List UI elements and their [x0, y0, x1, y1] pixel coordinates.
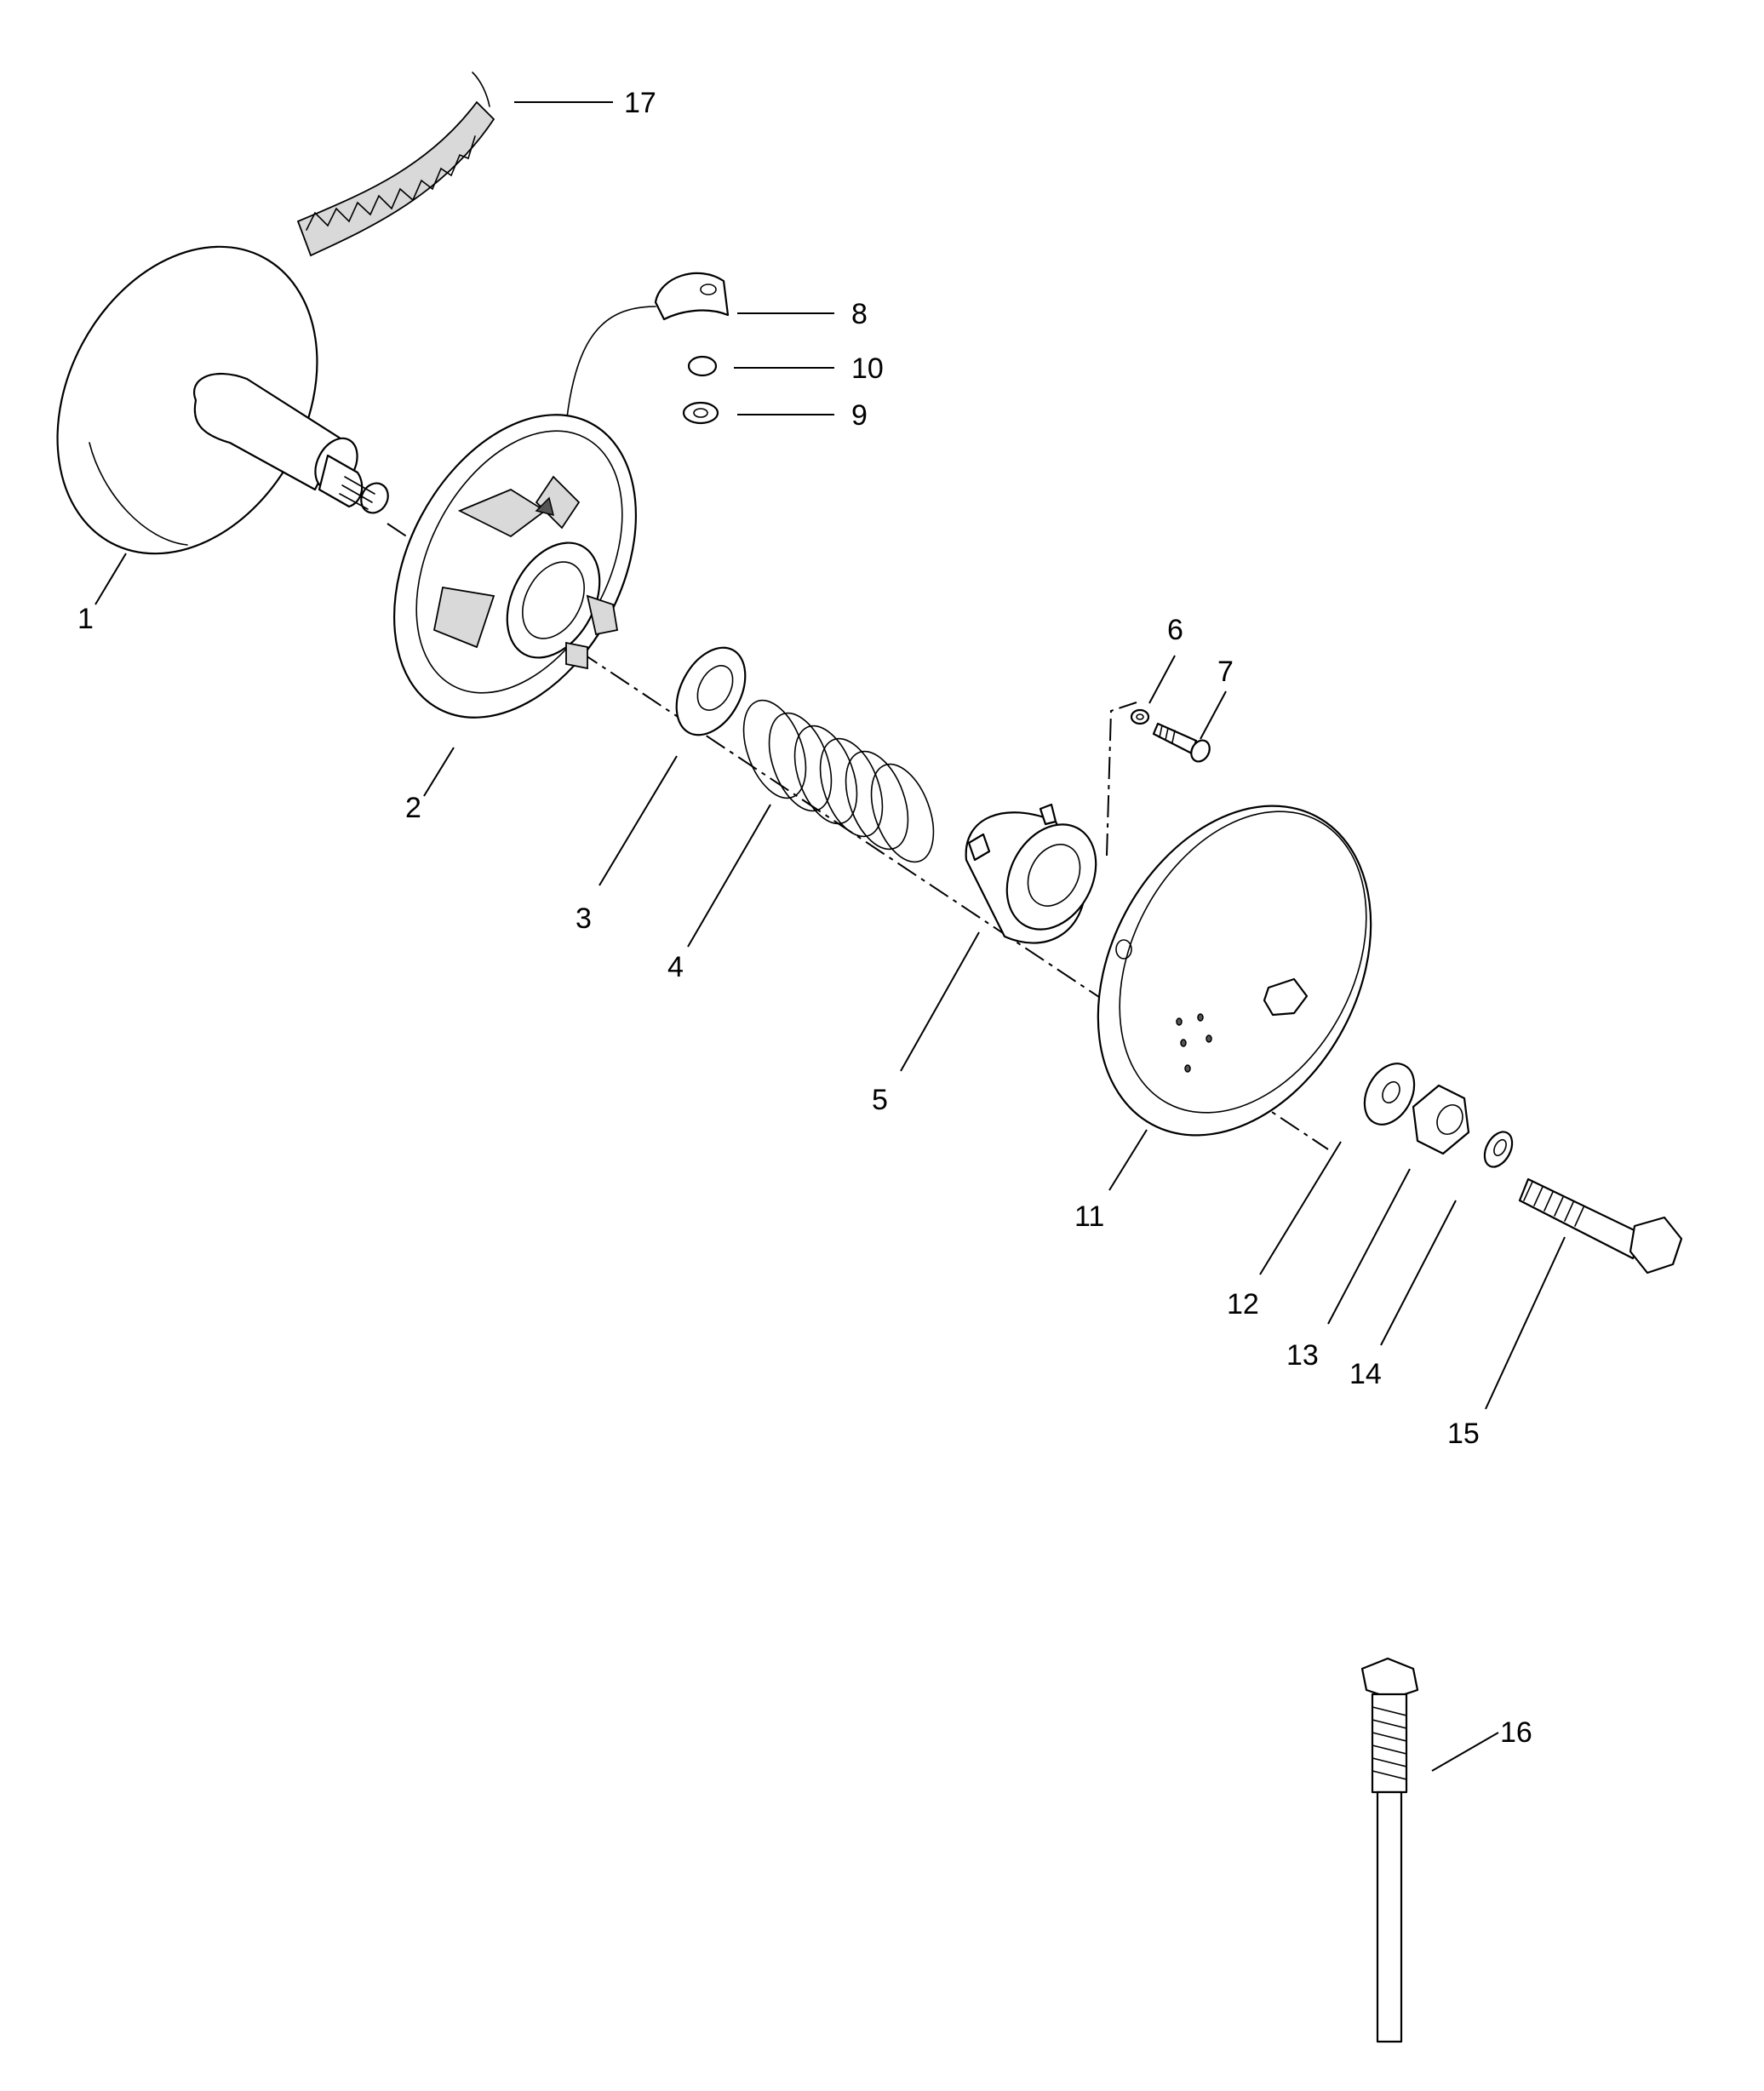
callout-3: 3: [576, 902, 592, 935]
callout-16: 16: [1500, 1716, 1532, 1749]
leader-2: [423, 747, 455, 797]
leader-7: [1200, 690, 1227, 740]
callout-7: 7: [1217, 656, 1234, 688]
part-14-lock-washer[interactable]: [1479, 1127, 1517, 1172]
leader-1: [94, 553, 127, 605]
callout-10: 10: [851, 352, 884, 385]
part-15-bolt[interactable]: [1518, 1177, 1683, 1275]
part-2-sliding-sheave[interactable]: [345, 374, 684, 759]
leader-16: [1431, 1732, 1499, 1772]
part-8-clip[interactable]: [654, 272, 730, 321]
part-1-fixed-sheave[interactable]: [6, 202, 393, 599]
part-11-cover[interactable]: [1044, 759, 1426, 1183]
leader-12: [1259, 1141, 1342, 1275]
leader-13: [1327, 1168, 1411, 1325]
leader-14: [1380, 1200, 1457, 1346]
part-12-washer[interactable]: [1354, 1055, 1424, 1133]
callout-11: 11: [1074, 1200, 1104, 1233]
axis-branch-screw: [1106, 702, 1137, 856]
leader-15: [1485, 1236, 1566, 1410]
callout-13: 13: [1286, 1339, 1319, 1372]
leader-3: [598, 755, 678, 886]
callout-15: 15: [1447, 1418, 1480, 1450]
leader-4: [687, 804, 771, 948]
callout-17: 17: [624, 87, 656, 119]
callout-1: 1: [77, 603, 94, 635]
part-7-screw[interactable]: [1152, 722, 1213, 765]
part-6-washer[interactable]: [1130, 708, 1150, 725]
part-4-spring[interactable]: [731, 692, 945, 871]
callout-6: 6: [1167, 614, 1183, 646]
part-17-belt[interactable]: [296, 72, 495, 257]
part-16-long-bolt[interactable]: [1360, 1657, 1419, 2043]
callout-2: 2: [405, 792, 421, 824]
part-5-cam[interactable]: [965, 803, 1114, 945]
part-10-pad[interactable]: [687, 355, 718, 377]
leader-5: [900, 931, 980, 1072]
callout-12: 12: [1227, 1288, 1259, 1320]
callout-9: 9: [851, 399, 868, 432]
callout-14: 14: [1349, 1358, 1382, 1390]
leader-6: [1148, 655, 1176, 704]
leader-11: [1108, 1129, 1148, 1191]
callout-8: 8: [851, 298, 868, 330]
part-3-thrust-ring[interactable]: [662, 636, 759, 747]
part-9-washer[interactable]: [682, 401, 719, 425]
callout-4: 4: [667, 951, 684, 983]
part-13-nut[interactable]: [1412, 1084, 1470, 1155]
callout-5: 5: [872, 1084, 888, 1116]
